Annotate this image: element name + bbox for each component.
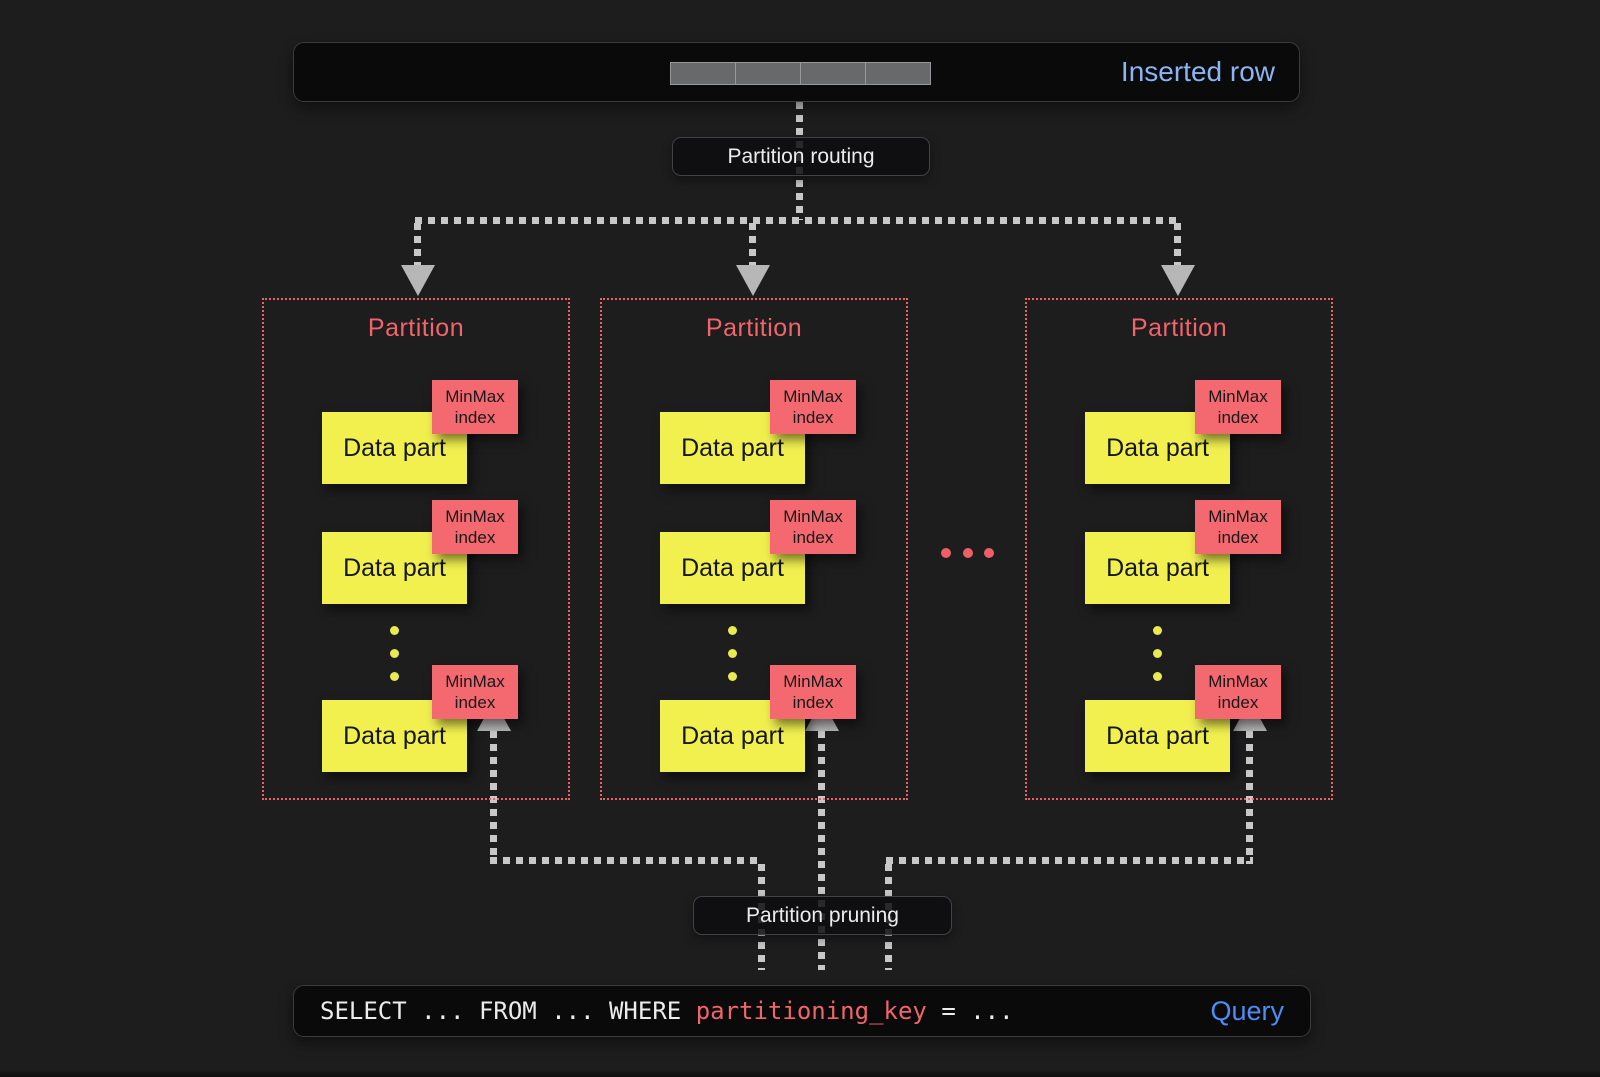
data-part-box: Data part <box>1085 412 1230 484</box>
more-parts-dot <box>390 672 399 681</box>
partition-box-1: Partition MinMax index Data part MinMax … <box>262 298 570 800</box>
row-segment <box>800 63 865 84</box>
more-parts-dot <box>390 649 399 658</box>
minmax-index-tag: MinMax index <box>1195 500 1281 554</box>
more-parts-dot <box>728 672 737 681</box>
minmax-index-tag: MinMax index <box>770 665 856 719</box>
row-segments <box>670 62 931 85</box>
sql-prefix: SELECT ... FROM ... WHERE <box>320 997 696 1025</box>
sql-suffix: = ... <box>926 997 1014 1025</box>
minmax-index-tag: MinMax index <box>432 500 518 554</box>
partition-title: Partition <box>705 314 803 342</box>
minmax-index-tag: MinMax index <box>432 665 518 719</box>
minmax-index-tag: MinMax index <box>770 500 856 554</box>
query-label: Query <box>1210 995 1284 1026</box>
arrow-down-icon <box>736 265 770 296</box>
minmax-index-tag: MinMax index <box>432 380 518 434</box>
partition-box-2: Partition MinMax index Data part MinMax … <box>600 298 908 800</box>
more-parts-dot <box>728 649 737 658</box>
arrow-down-icon <box>1161 265 1195 296</box>
minmax-index-tag: MinMax index <box>1195 380 1281 434</box>
more-partitions-dot <box>984 548 994 558</box>
routing-drop-center <box>749 223 756 265</box>
sql-partitioning-key: partitioning_key <box>695 997 927 1025</box>
more-parts-dot <box>1153 672 1162 681</box>
row-segment <box>735 63 800 84</box>
row-segment <box>671 63 735 84</box>
partition-routing-label: Partition routing <box>672 137 930 176</box>
pruning-line-right-horizontal <box>886 857 1253 864</box>
minmax-index-tag: MinMax index <box>770 380 856 434</box>
pruning-line-center-vertical <box>818 731 825 970</box>
data-part-box: Data part <box>322 700 467 772</box>
more-partitions-dot <box>941 548 951 558</box>
more-parts-dot <box>1153 626 1162 635</box>
pruning-line-left-horizontal <box>490 857 762 864</box>
inserted-row-label: Inserted row <box>1120 56 1275 87</box>
sql-text: SELECT ... FROM ... WHERE partitioning_k… <box>320 997 1014 1025</box>
pruning-line-right-vertical <box>1246 731 1253 864</box>
partition-box-3: Partition MinMax index Data part MinMax … <box>1025 298 1333 800</box>
routing-line-horizontal <box>415 217 1182 224</box>
more-parts-dot <box>728 626 737 635</box>
more-parts-dot <box>390 626 399 635</box>
bottom-edge <box>0 1069 1600 1077</box>
routing-drop-left <box>414 223 421 265</box>
row-segment <box>865 63 930 84</box>
pruning-line-left-vertical <box>490 731 497 864</box>
partition-pruning-label: Partition pruning <box>693 896 952 935</box>
routing-drop-right <box>1174 223 1181 265</box>
arrow-down-icon <box>401 265 435 296</box>
partition-title: Partition <box>367 314 465 342</box>
more-partitions-dot <box>963 548 973 558</box>
more-parts-dot <box>1153 649 1162 658</box>
query-bar: SELECT ... FROM ... WHERE partitioning_k… <box>293 985 1311 1037</box>
minmax-index-tag: MinMax index <box>1195 665 1281 719</box>
inserted-row-bar: Inserted row <box>293 42 1300 102</box>
partition-title: Partition <box>1130 314 1228 342</box>
